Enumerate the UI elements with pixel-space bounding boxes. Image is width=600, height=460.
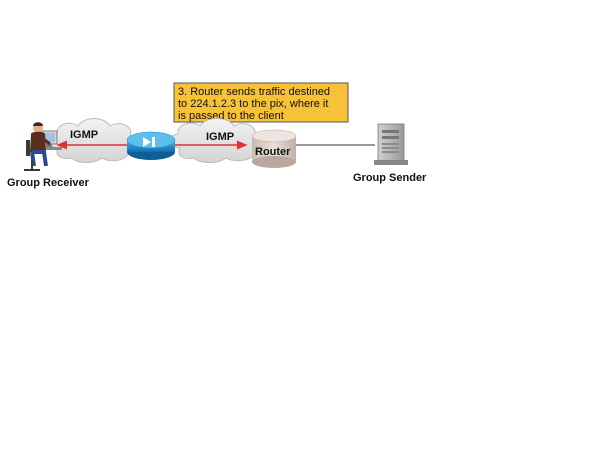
server-icon xyxy=(374,123,408,165)
pix-firewall-icon xyxy=(126,131,176,160)
igmp-label-left: IGMP xyxy=(70,129,98,141)
group-receiver-label: Group Receiver xyxy=(7,177,90,189)
callout-line-1: 3. Router sends traffic destined xyxy=(178,86,330,98)
callout-line-3: is passed to the client xyxy=(178,110,284,122)
group-sender-label: Group Sender xyxy=(353,172,427,184)
igmp-label-right: IGMP xyxy=(206,131,234,143)
callout-line-2: to 224.1.2.3 to the pix, where it xyxy=(178,98,328,110)
user-workstation-icon xyxy=(24,122,62,171)
router-label: Router xyxy=(255,146,291,158)
igmp-cloud-left: IGMP xyxy=(49,118,137,163)
router-icon: Router xyxy=(251,129,297,168)
callout-box: 3. Router sends traffic destined to 224.… xyxy=(173,82,349,123)
igmp-cloud-right: IGMP xyxy=(169,118,263,163)
